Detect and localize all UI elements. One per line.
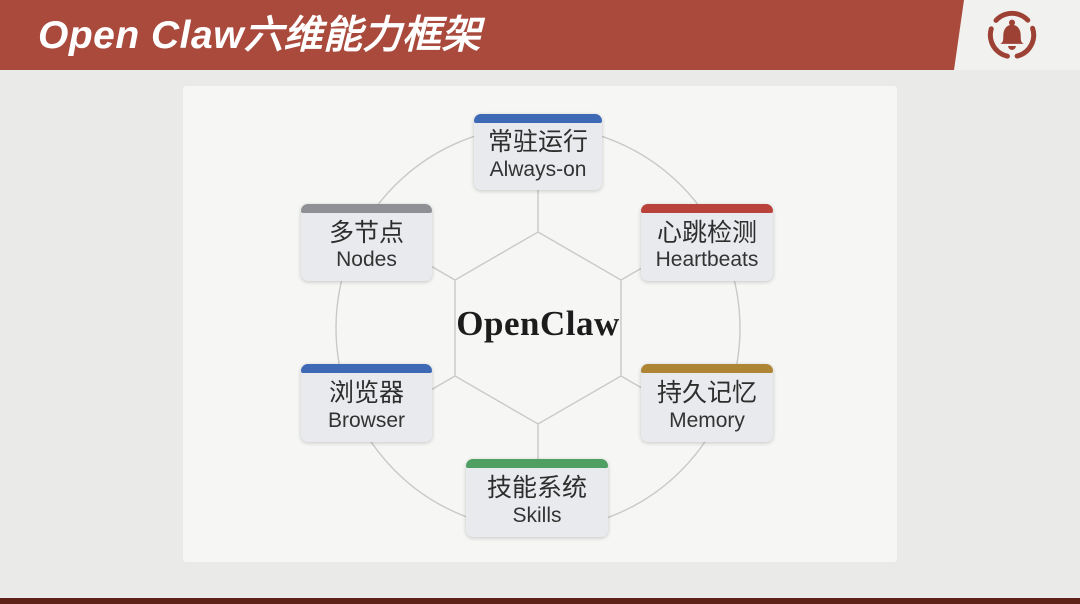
capability-label-en: Skills — [512, 503, 562, 527]
page-title: Open Claw六维能力框架 — [38, 14, 482, 57]
slide-body: OpenClaw 常驻运行 Always-on 心跳检测 Heartbeats … — [0, 70, 1080, 604]
capability-labels: 技能系统 Skills — [466, 468, 608, 537]
capability-labels: 常驻运行 Always-on — [474, 123, 602, 190]
capability-label-zh: 技能系统 — [486, 474, 587, 503]
capability-label-zh: 常驻运行 — [487, 128, 588, 157]
accent-bar — [641, 364, 773, 373]
capability-label-en: Heartbeats — [655, 248, 759, 272]
capability-box-heartbeats: 心跳检测 Heartbeats — [641, 204, 773, 281]
capability-label-zh: 持久记忆 — [656, 379, 757, 408]
accent-bar — [474, 114, 602, 123]
header-bar: Open Claw六维能力框架 — [0, 0, 1080, 70]
capability-labels: 心跳检测 Heartbeats — [641, 213, 773, 281]
capability-label-zh: 浏览器 — [328, 379, 404, 408]
accent-bar — [641, 204, 773, 213]
center-label: OpenClaw — [456, 304, 620, 343]
header-logo-area — [954, 0, 1080, 70]
capability-box-always-on: 常驻运行 Always-on — [474, 114, 602, 190]
bottom-accent-strip — [0, 598, 1080, 604]
capability-box-skills: 技能系统 Skills — [466, 459, 608, 537]
bell-logo-icon — [987, 10, 1037, 60]
capability-box-nodes: 多节点 Nodes — [301, 204, 432, 281]
accent-bar — [301, 364, 432, 373]
capability-box-browser: 浏览器 Browser — [301, 364, 432, 442]
capability-labels: 持久记忆 Memory — [641, 373, 773, 442]
capability-label-en: Memory — [669, 408, 745, 432]
accent-bar — [301, 204, 432, 213]
capability-label-en: Always-on — [489, 157, 587, 181]
capability-label-zh: 多节点 — [328, 218, 404, 247]
capability-labels: 多节点 Nodes — [301, 213, 432, 281]
accent-bar — [466, 459, 608, 468]
capability-labels: 浏览器 Browser — [301, 373, 432, 442]
capability-label-en: Browser — [327, 408, 406, 432]
capability-box-memory: 持久记忆 Memory — [641, 364, 773, 442]
capability-label-zh: 心跳检测 — [656, 218, 757, 247]
capability-label-en: Nodes — [336, 248, 397, 272]
